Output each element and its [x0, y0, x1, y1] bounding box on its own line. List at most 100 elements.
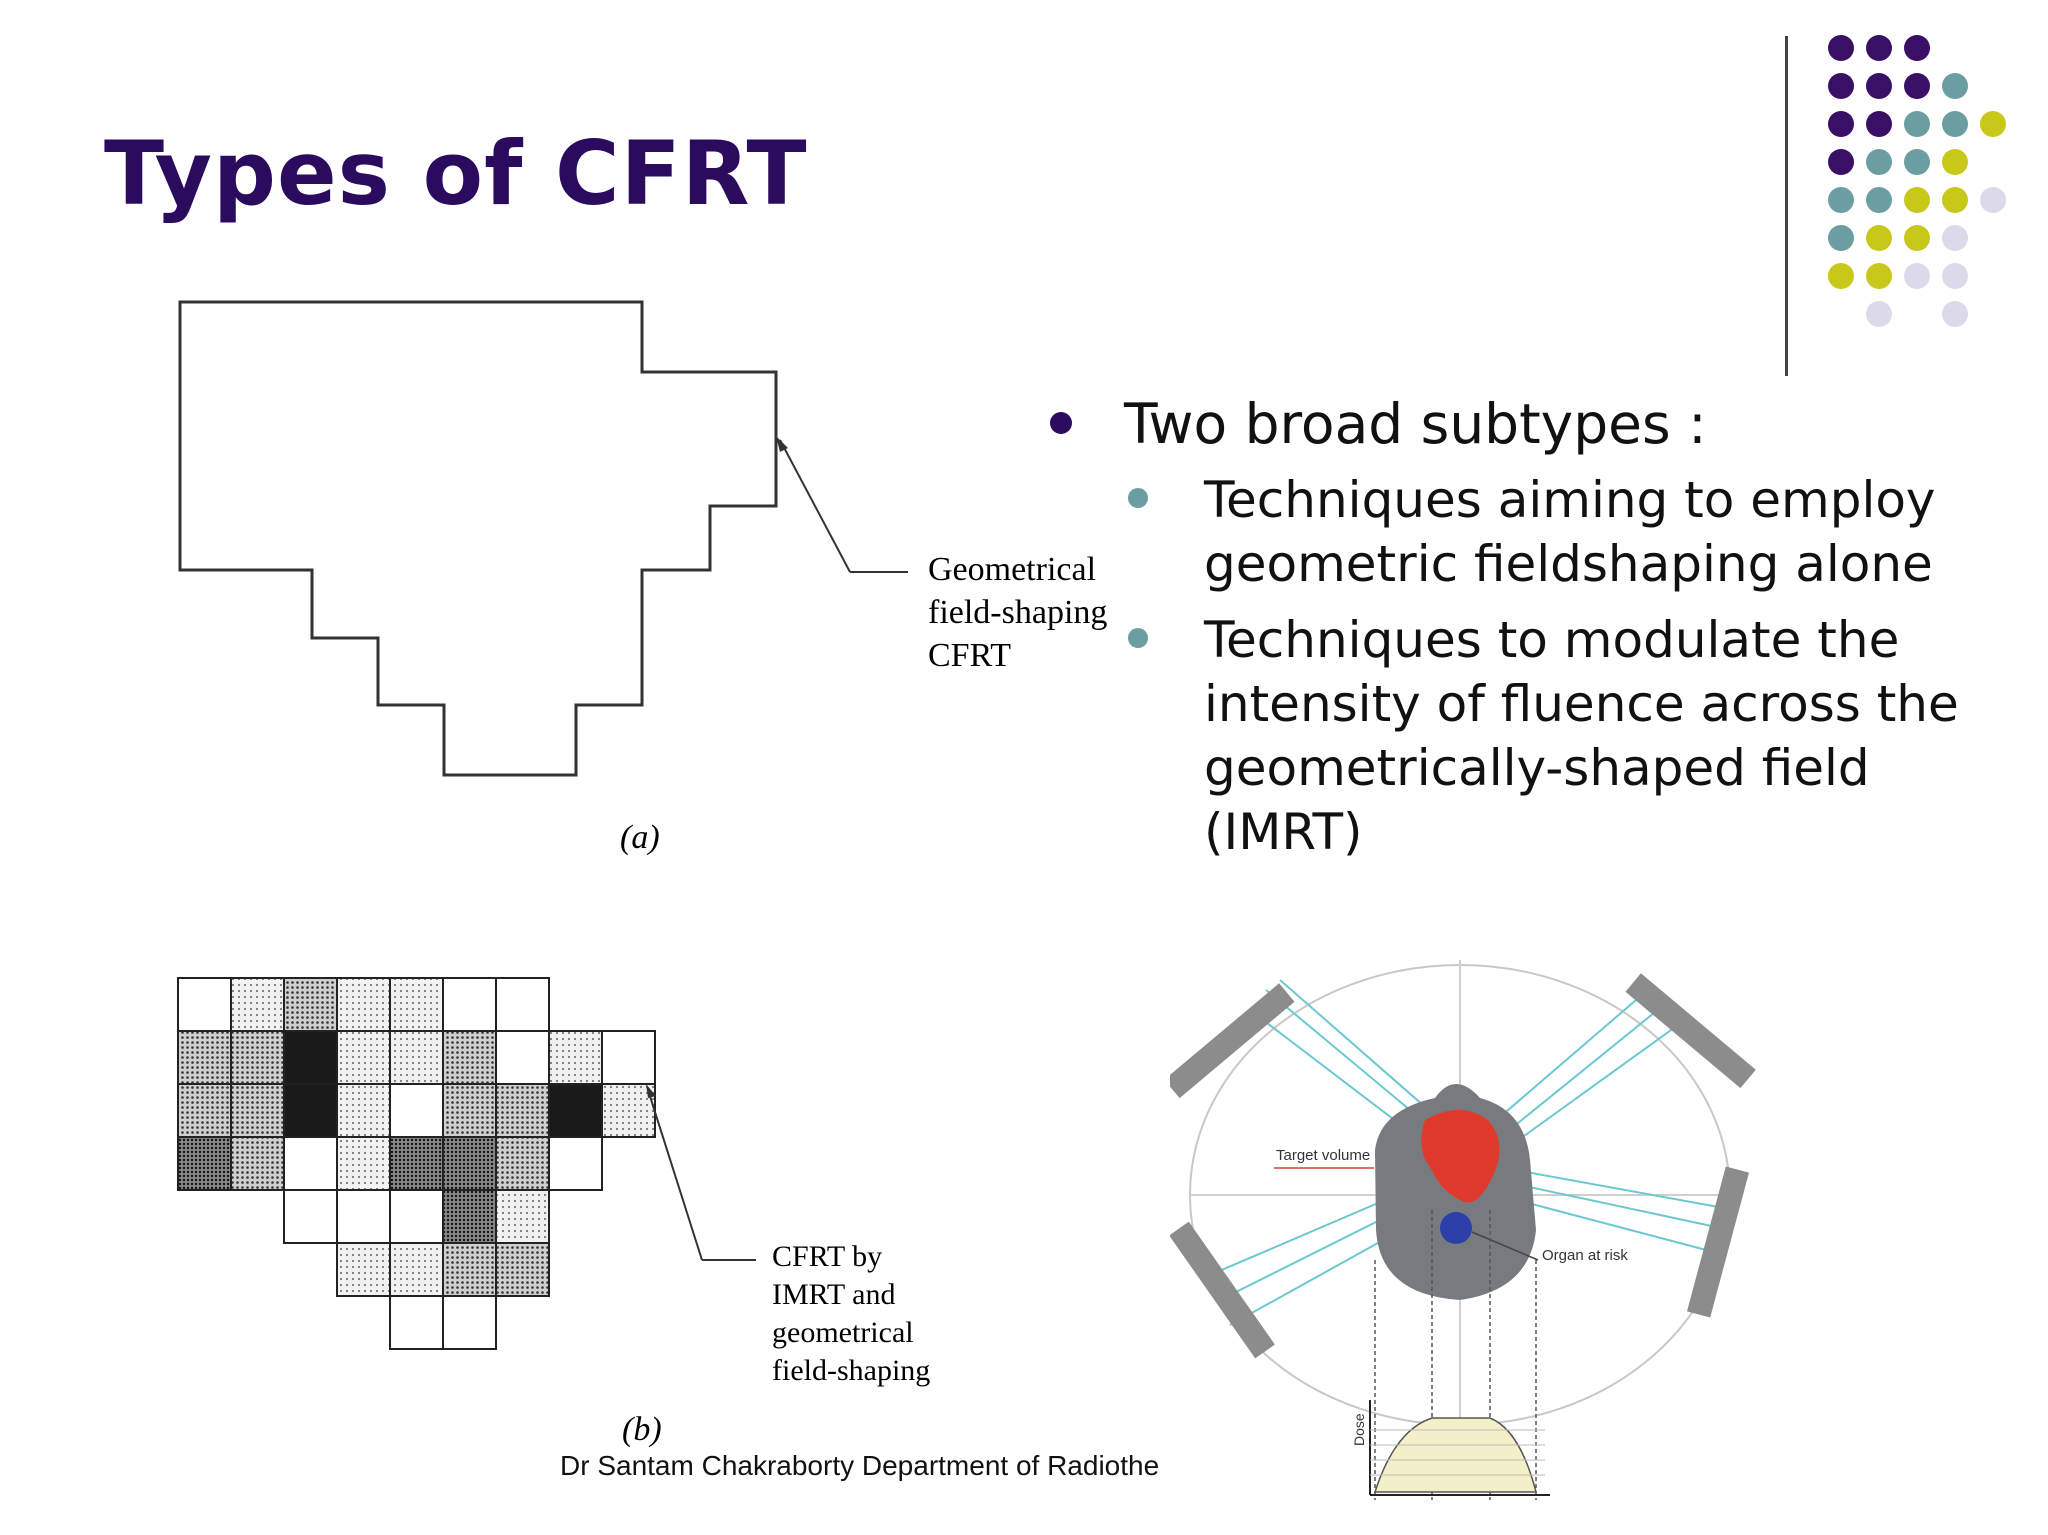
- dose-gridlines: [1370, 1429, 1545, 1476]
- grid-cell: [389, 1242, 444, 1297]
- field-outline: [178, 300, 778, 777]
- pointer-line: [779, 439, 851, 573]
- decorative-dot: [1866, 263, 1892, 289]
- grid-cell: [177, 1136, 232, 1191]
- grid-cell: [389, 1189, 444, 1244]
- dose-profile: [1373, 1417, 1537, 1493]
- figure-a-caption: (a): [620, 819, 660, 856]
- grid-cell: [230, 977, 285, 1032]
- grid-cell: [442, 1189, 497, 1244]
- grid-cell: [548, 1030, 603, 1085]
- organ-at-risk-label: Organ at risk: [1542, 1247, 1628, 1264]
- figure-b-caption: (b): [622, 1411, 662, 1448]
- collimators: [1170, 973, 1756, 1359]
- grid-cell: [442, 1136, 497, 1191]
- divider-line: [1785, 36, 1788, 376]
- decorative-dot: [1828, 149, 1854, 175]
- slide-title: Types of CFRT: [104, 122, 808, 225]
- decorative-dot: [1904, 187, 1930, 213]
- grid-cell: [601, 1083, 656, 1138]
- grid-cell: [548, 1136, 603, 1191]
- decorative-dot: [1828, 111, 1854, 137]
- grid-cell: [336, 1189, 391, 1244]
- grid-cell: [548, 1083, 603, 1138]
- grid-cell: [230, 1083, 285, 1138]
- grid-cell: [495, 1030, 550, 1085]
- decorative-dot: [1904, 263, 1930, 289]
- grid-cell: [283, 1136, 338, 1191]
- figure-a-label-line-3: CFRT: [928, 637, 1011, 674]
- bullet-sub-2: Techniques to modulate the intensity of …: [1124, 608, 1990, 864]
- arrow-head: [646, 1084, 656, 1098]
- grid-cell: [336, 977, 391, 1032]
- grid-cell: [283, 1030, 338, 1085]
- decorative-dot: [1866, 73, 1892, 99]
- decorative-dot: [1828, 263, 1854, 289]
- decorative-dot: [1866, 35, 1892, 61]
- grid-cell: [336, 1030, 391, 1085]
- decorative-dot: [1980, 187, 2006, 213]
- figure-c-beam-diagram: Target volume Organ at risk Dose: [1170, 960, 1756, 1500]
- grid-cell: [177, 1083, 232, 1138]
- decorative-dot: [1942, 225, 1968, 251]
- bullet-list: Two broad subtypes : Techniques aiming t…: [1050, 392, 1990, 864]
- grid-cell: [283, 1189, 338, 1244]
- decorative-dot: [1942, 187, 1968, 213]
- grid-cell: [230, 1030, 285, 1085]
- grid-cell: [601, 1030, 656, 1085]
- target-volume-shape: [1421, 1110, 1500, 1203]
- decorative-dot: [1866, 225, 1892, 251]
- grid-cell: [495, 1136, 550, 1191]
- decorative-dot: [1980, 111, 2006, 137]
- figure-b-label-line-1: CFRT by: [772, 1240, 882, 1273]
- decorative-dot: [1942, 301, 1968, 327]
- figure-a-label-line-1: Geometrical: [928, 551, 1096, 588]
- decorative-dot: [1904, 225, 1930, 251]
- target-volume-label: Target volume: [1276, 1147, 1370, 1164]
- organ-at-risk-shape: [1440, 1212, 1472, 1244]
- grid-cell: [389, 1083, 444, 1138]
- decorative-dot: [1866, 111, 1892, 137]
- grid-cell: [442, 1242, 497, 1297]
- grid-cell: [336, 1083, 391, 1138]
- grid-cell: [442, 977, 497, 1032]
- grid-cell: [389, 1030, 444, 1085]
- pointer-line: [647, 1089, 703, 1261]
- arrow-head: [776, 436, 788, 452]
- figure-b-label-line-4: field-shaping: [772, 1354, 930, 1387]
- grid-cell: [495, 1083, 550, 1138]
- figure-b-label-line-2: IMRT and: [772, 1278, 895, 1311]
- intensity-cells: [177, 977, 656, 1350]
- decorative-dot: [1942, 111, 1968, 137]
- figure-b-imrt-grid: CFRT by IMRT and geometrical field-shapi…: [177, 977, 930, 1448]
- grid-cell: [389, 977, 444, 1032]
- bullet-sub-1: Techniques aiming to employ geometric fi…: [1124, 468, 1990, 596]
- decorative-dot: [1866, 301, 1892, 327]
- grid-cell: [230, 1136, 285, 1191]
- grid-cell: [389, 1295, 444, 1350]
- decorative-dot: [1828, 225, 1854, 251]
- grid-cell: [336, 1136, 391, 1191]
- grid-cell: [177, 977, 232, 1032]
- decorative-dot: [1942, 149, 1968, 175]
- grid-cell: [177, 1030, 232, 1085]
- grid-cell: [442, 1295, 497, 1350]
- grid-cell: [389, 1136, 444, 1191]
- grid-cell: [283, 1083, 338, 1138]
- grid-cell: [495, 977, 550, 1032]
- decorative-dot-grid: [1828, 35, 2006, 327]
- decorative-dot: [1828, 73, 1854, 99]
- decorative-dot: [1904, 111, 1930, 137]
- decorative-dot: [1828, 35, 1854, 61]
- organ-leader: [1471, 1231, 1539, 1261]
- decorative-dot: [1904, 149, 1930, 175]
- figure-b-label-line-3: geometrical: [772, 1316, 914, 1349]
- grid-cell: [336, 1242, 391, 1297]
- bullet-main: Two broad subtypes :: [1050, 392, 1990, 456]
- grid-cell: [442, 1083, 497, 1138]
- figure-a-label-line-2: field-shaping: [928, 594, 1107, 631]
- decorative-dot: [1942, 263, 1968, 289]
- decorative-dot: [1828, 187, 1854, 213]
- grid-cell: [495, 1189, 550, 1244]
